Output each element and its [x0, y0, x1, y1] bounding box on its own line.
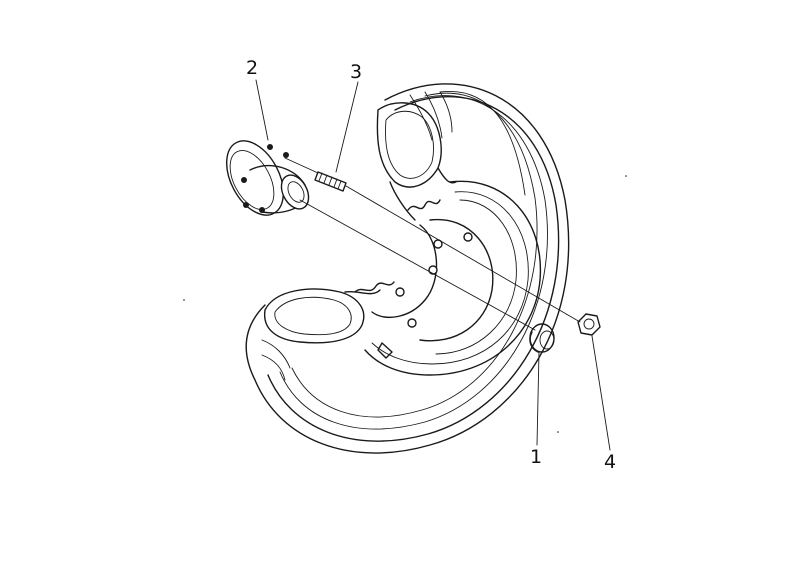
valve: [377, 342, 393, 359]
leader-lines: [255, 79, 611, 451]
scan-speck: [183, 299, 185, 301]
scan-speck: [625, 175, 627, 177]
callout-2: 2: [246, 57, 258, 79]
tyre: [245, 83, 570, 454]
tyre-section-upper: [376, 102, 457, 221]
wheel-stud: [314, 171, 347, 192]
callout-4: 4: [604, 451, 616, 473]
assembly-lines: [284, 157, 581, 331]
callout-1: 1: [530, 446, 542, 468]
hub: [225, 140, 310, 216]
bolt-hole: [463, 232, 473, 242]
bolt-hole: [433, 239, 443, 249]
wheel-disc: [354, 180, 542, 376]
callout-3: 3: [350, 61, 362, 83]
wheel-nut: [577, 313, 601, 336]
spacer-nut: [529, 323, 555, 353]
bolt-hole: [407, 318, 417, 328]
bolt-hole: [428, 265, 438, 275]
scan-speck: [557, 431, 559, 433]
tyre-section-lower: [264, 288, 381, 344]
bolt-hole: [395, 287, 405, 297]
